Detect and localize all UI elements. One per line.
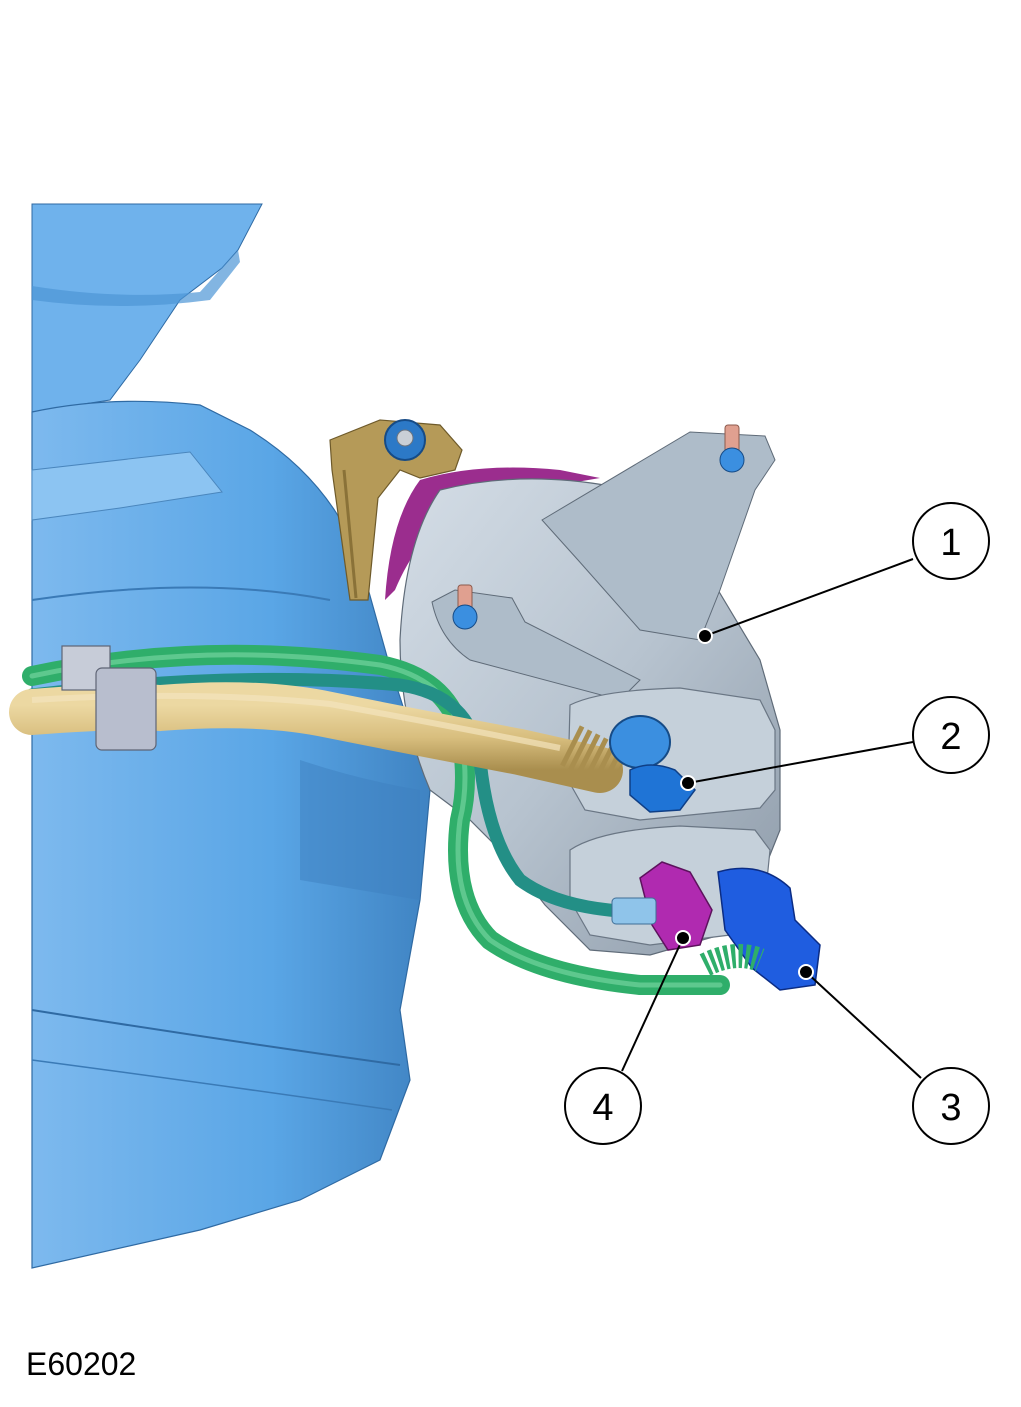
- pipe-clip: [61, 645, 157, 751]
- canister-mount-plate-lower: [431, 589, 641, 701]
- filler-neck-lip: [32, 250, 240, 306]
- filler-neck-housing: [31, 203, 263, 413]
- callout-3-label: 3: [940, 1087, 961, 1129]
- tank-shadow-band: [300, 760, 420, 900]
- mounting-bracket: [329, 419, 463, 601]
- pipe-corrugation: [560, 725, 630, 790]
- leader-line-1: [704, 558, 914, 637]
- filler-pipe: [9, 645, 630, 793]
- connector-magenta: [611, 861, 713, 951]
- canister-end-face-upper: [567, 687, 776, 821]
- callout-4-label: 4: [592, 1087, 613, 1129]
- tank-rib-2: [31, 1009, 401, 1066]
- fuel-tank: [31, 203, 431, 1269]
- callout-1-label: 1: [940, 522, 961, 564]
- callout-2: 2: [912, 696, 990, 774]
- leader-line-2: [687, 741, 914, 784]
- callout-3: 3: [912, 1067, 990, 1145]
- connector-blue-lower: [699, 867, 821, 991]
- leader-line-3: [805, 971, 922, 1079]
- tank-body: [31, 400, 431, 1269]
- callout-2-label: 2: [940, 716, 961, 758]
- leader-line-4: [621, 937, 684, 1072]
- figure-id: E60202: [26, 1346, 137, 1382]
- connector-blue-upper: [609, 715, 696, 813]
- tank-rib-3: [31, 1059, 393, 1111]
- leader-dots: [675, 628, 814, 980]
- callout-4: 4: [564, 1067, 642, 1145]
- tank-top-recess: [31, 451, 223, 521]
- leader-lines: [621, 558, 922, 1079]
- tank-rib-1: [31, 586, 331, 601]
- callout-1: 1: [912, 502, 990, 580]
